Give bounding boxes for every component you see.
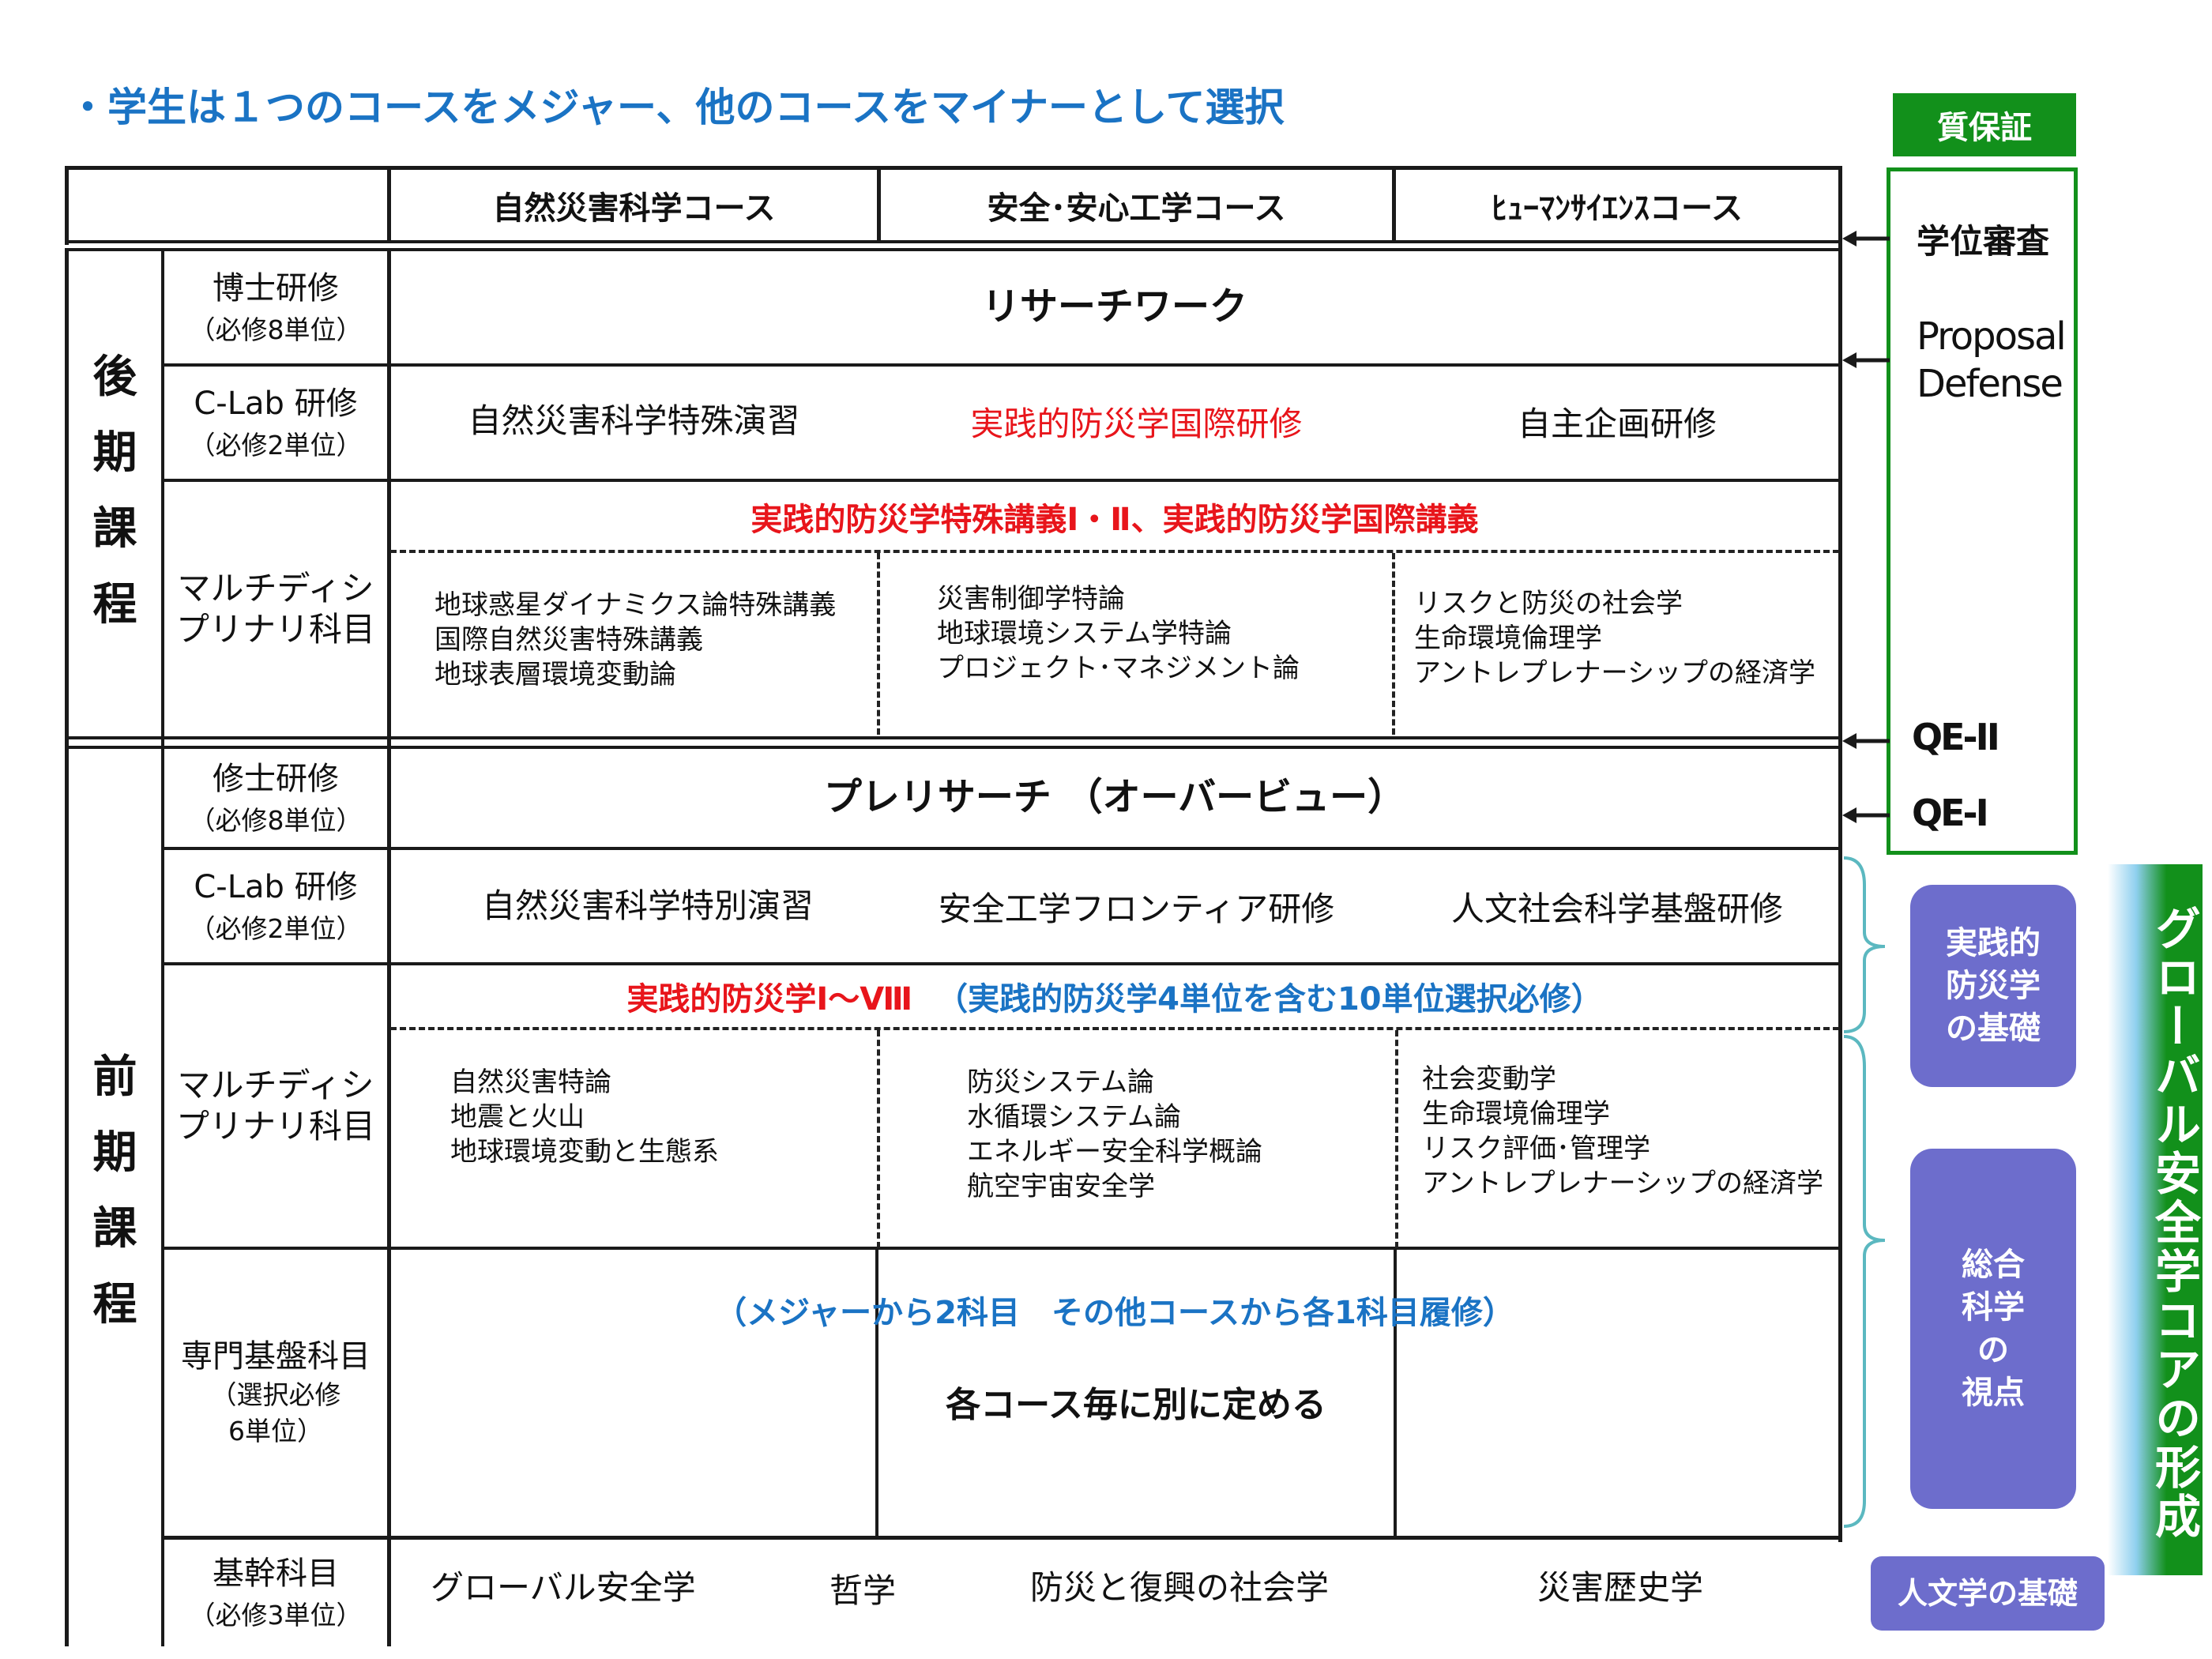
row-label-clab-zenki: C-Lab 研修 （必修2単位） [189,869,363,944]
bracket-lines [1843,856,1886,1528]
quality-header: 質保証 [1893,93,2076,156]
quality-item-defense: Defense [1917,362,2063,406]
pill-integrated-view: 総合 科学 の 視点 [1910,1149,2076,1509]
course-header-human-science: ﾋｭｰﾏﾝｻｲｴﾝｽコース [1492,190,1743,227]
row-label-multi-kouki: マルチディシ プリナリ科目 [175,569,375,649]
pill-humanities-basis: 人文学の基礎 [1871,1556,2105,1631]
kouki-multi-col1: 地球惑星ダイナミクス論特殊講義 国際自然災害特殊講義 地球表層環境変動論 [434,589,837,690]
row-label-kikan: 基幹科目 （必修3単位） [189,1556,363,1631]
clab-kouki-item-1: 自然災害科学特殊演習 [468,401,800,440]
kouki-label: 後 期 課 程 [92,352,137,630]
clab-zenki-item-2: 安全工学フロンティア研修 [938,889,1335,928]
page-title: ・学生は１つのコースをメジャー、他のコースをマイナーとして選択 [68,85,1285,130]
core-banner-text: グローバル安全学コアの形成 [2147,905,2201,1541]
core-banner [2108,864,2203,1575]
kikan-item-philosophy: 哲学 [830,1571,897,1610]
clab-zenki-item-1: 自然災害科学特別演習 [481,886,814,925]
kikan-item-disaster-history: 災害歴史学 [1537,1568,1704,1607]
zenki-multi-header: 実践的防災学Ⅰ～Ⅷ （実践的防災学4単位を含む10単位選択必修） [626,981,1603,1018]
research-work: リサーチワーク [981,284,1247,329]
clab-kouki-item-3: 自主企画研修 [1517,404,1717,443]
kikan-item-disaster-sociology: 防災と復興の社会学 [1030,1568,1330,1607]
zenki-multi-col1: 自然災害特論 地震と火山 地球環境変動と生態系 [450,1066,719,1168]
kouki-multi-header: 実践的防災学特殊講義Ⅰ・Ⅱ、実践的防災学国際講義 [750,502,1479,538]
zenki-multi-col2: 防災システム論 水循環システム論 エネルギー安全科学概論 航空宇宙安全学 [967,1066,1262,1202]
clab-zenki-item-3: 人文社会科学基盤研修 [1450,889,1783,928]
row-label-hakase: 博士研修 （必修8単位） [189,270,363,345]
row-label-shushi: 修士研修 （必修8単位） [189,761,363,836]
senmon-note: （メジャーから2科目 その他コースから各1科目履修） [715,1295,1514,1331]
quality-arrows [1842,231,1890,823]
quality-item-proposal: Proposal [1917,314,2067,359]
row-label-clab-kouki: C-Lab 研修 （必修2単位） [189,386,363,461]
quality-item-qe2: QE-II [1912,716,2000,758]
quality-item-degree-review: 学位審査 [1917,222,2050,261]
quality-box [1887,167,2078,855]
kouki-multi-col2: 災害制御学特論 地球環境システム学特論 プロジェクト･マネジメント論 [937,583,1300,684]
row-label-multi-zenki: マルチディシ プリナリ科目 [175,1066,375,1146]
senmon-content: 各コース毎に別に定める [946,1385,1326,1425]
zenki-label: 前 期 課 程 [92,1051,137,1330]
clab-kouki-item-2: 実践的防災学国際研修 [970,404,1303,443]
zenki-multi-col3: 社会変動学 生命環境倫理学 リスク評価･管理学 アントレプレナーシップの経済学 [1422,1063,1823,1199]
pill-practical-basis: 実践的 防災学 の基礎 [1910,885,2076,1087]
course-header-safety-engineering: 安全･安心工学コース [987,190,1286,227]
pre-research: プレリサーチ （オーバービュー） [823,775,1406,819]
kikan-item-global-safety: グローバル安全学 [431,1568,696,1607]
quality-item-qe1: QE-I [1912,792,1989,834]
kouki-multi-col3: リスクと防災の社会学 生命環境倫理学 アントレプレナーシップの経済学 [1414,588,1815,689]
course-header-natural-disaster: 自然災害科学コース [492,190,776,227]
row-label-senmon: 専門基盤科目 （選択必修 6単位） [181,1338,371,1446]
